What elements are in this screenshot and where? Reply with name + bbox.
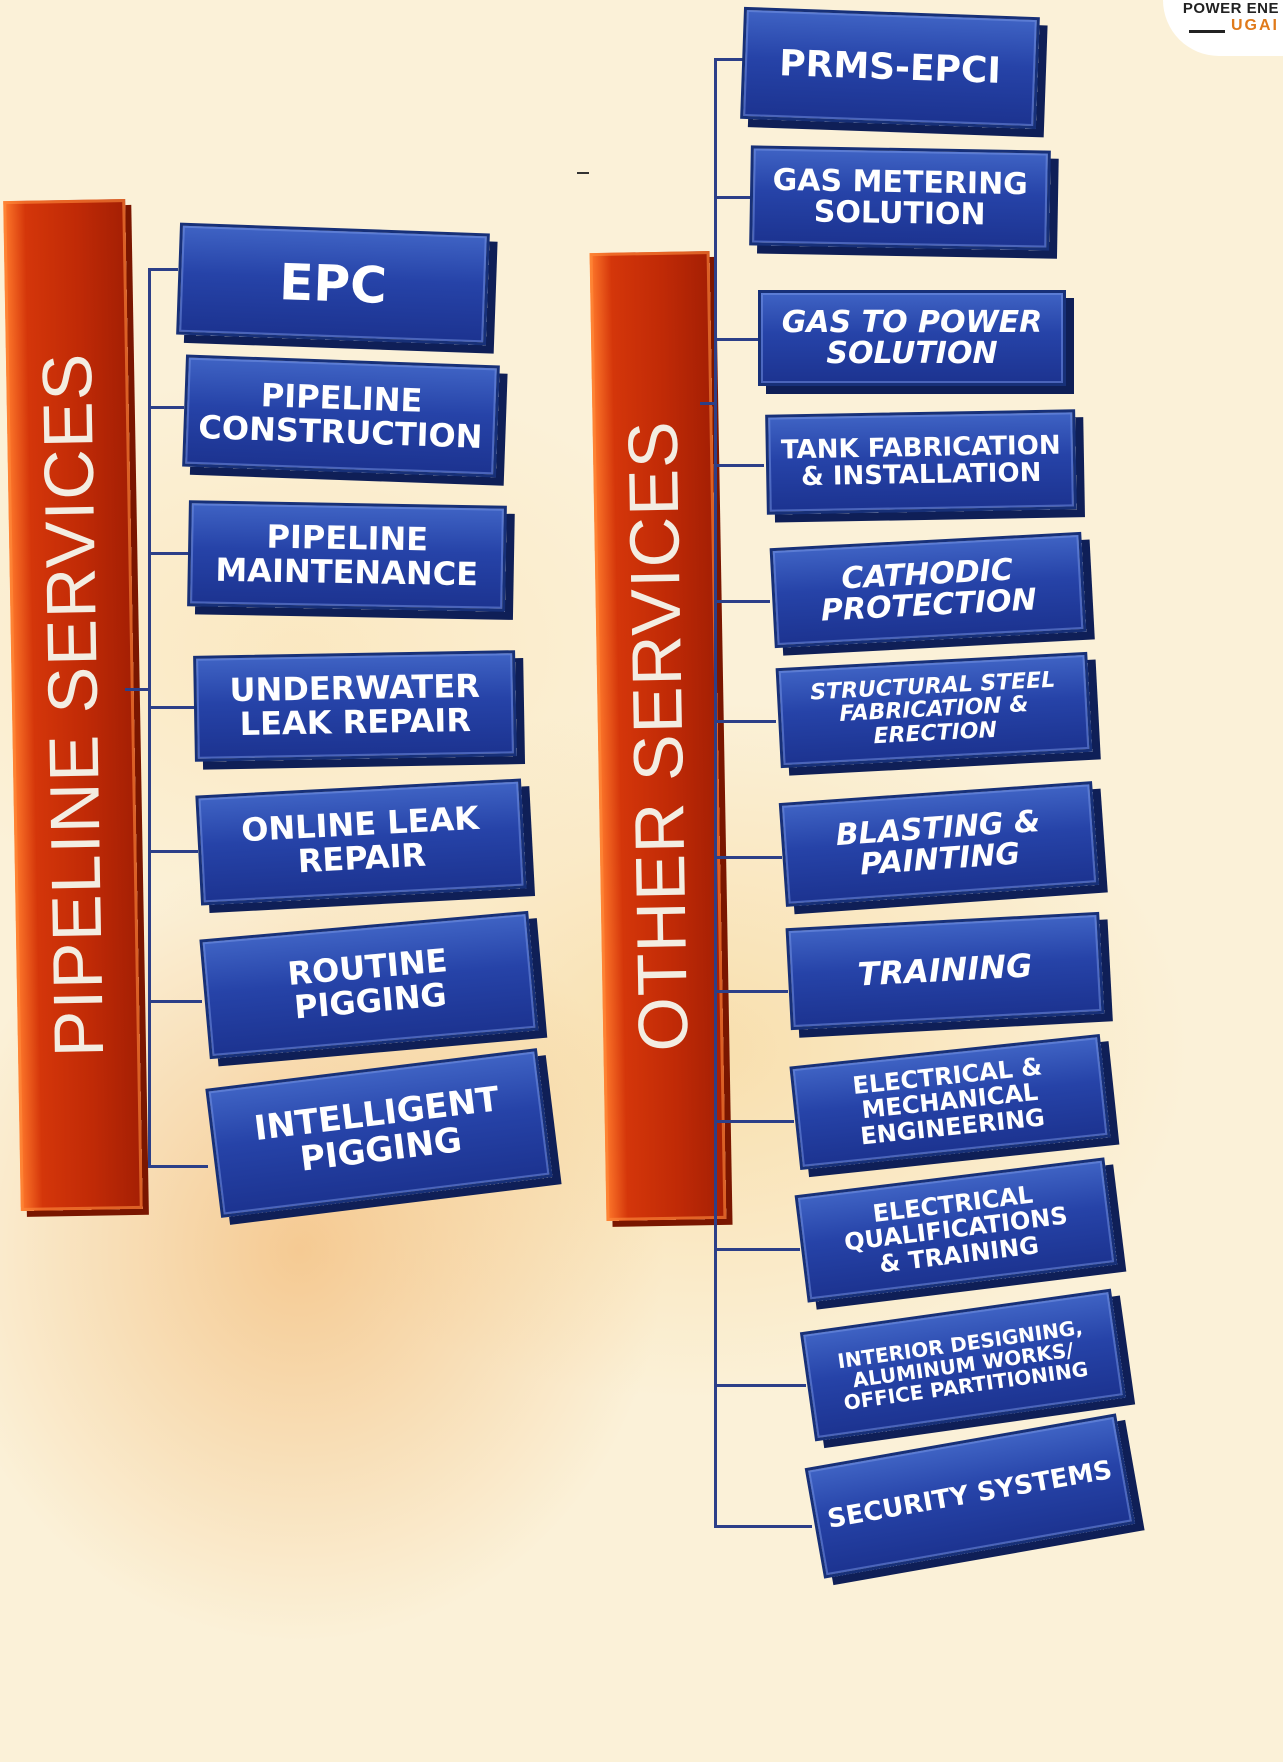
- service-gas-metering-solution: GAS METERING SOLUTION: [749, 145, 1051, 251]
- service-label: SECURITY SYSTEMS: [825, 1455, 1115, 1536]
- pipeline-connector: [148, 850, 198, 853]
- service-label: CATHODIC PROTECTION: [820, 552, 1038, 629]
- service-label: INTERIOR DESIGNING, ALUMINUM WORKS/ OFFI…: [835, 1314, 1090, 1415]
- service-structural-steel: STRUCTURAL STEEL FABRICATION & ERECTION: [775, 651, 1093, 769]
- service-epc: EPC: [176, 222, 490, 346]
- service-label: GAS TO POWER SOLUTION: [781, 304, 1043, 371]
- service-gas-to-power-solution: GAS TO POWER SOLUTION: [758, 290, 1066, 386]
- service-label: UNDERWATER LEAK REPAIR: [229, 667, 481, 744]
- other-connector: [714, 338, 758, 341]
- pipeline-trunk-line: [148, 268, 151, 1168]
- service-label: ONLINE LEAK REPAIR: [240, 799, 480, 881]
- service-label: ROUTINE PIGGING: [286, 941, 449, 1027]
- logo-bar: [1189, 30, 1225, 33]
- other-services-pillar: OTHER SERVICES: [589, 251, 727, 1221]
- service-intelligent-pigging: INTELLIGENT PIGGING: [205, 1048, 553, 1218]
- service-tank-fabrication: TANK FABRICATION & INSTALLATION: [765, 409, 1077, 515]
- service-routine-pigging: ROUTINE PIGGING: [199, 910, 539, 1060]
- service-electrical-qualifications-training: ELECTRICAL QUALIFICATIONS & TRAINING: [794, 1157, 1118, 1303]
- service-label: BLASTING & PAINTING: [834, 803, 1042, 883]
- service-label: EPC: [278, 252, 388, 315]
- logo-line-2: UGAI: [1231, 17, 1279, 34]
- service-label: PIPELINE CONSTRUCTION: [197, 376, 484, 456]
- other-connector: [714, 196, 750, 199]
- pipeline-connector: [148, 706, 194, 709]
- service-label: STRUCTURAL STEEL FABRICATION & ERECTION: [809, 667, 1056, 749]
- service-label: INTELLIGENT PIGGING: [252, 1079, 502, 1180]
- service-electrical-mechanical-engineering: ELECTRICAL & MECHANICAL ENGINEERING: [789, 1033, 1111, 1171]
- pipeline-connector: [148, 1165, 208, 1168]
- service-blasting-painting: BLASTING & PAINTING: [778, 781, 1100, 907]
- service-underwater-leak-repair: UNDERWATER LEAK REPAIR: [193, 650, 517, 762]
- pipeline-services-pillar: PIPELINE SERVICES: [3, 199, 143, 1211]
- company-logo: POWER ENE UGAI: [1163, 0, 1283, 56]
- service-label: GAS METERING SOLUTION: [772, 162, 1029, 233]
- other-trunk-line: [714, 58, 717, 1528]
- other-connector: [714, 1248, 800, 1251]
- other-connector: [714, 720, 776, 723]
- service-prms-epci: PRMS-EPCI: [740, 6, 1040, 130]
- service-security-systems: SECURITY SYSTEMS: [804, 1413, 1136, 1579]
- service-label: TANK FABRICATION & INSTALLATION: [780, 430, 1061, 493]
- decorative-dash: [577, 172, 589, 174]
- service-label: PRMS-EPCI: [778, 43, 1002, 92]
- service-pipeline-maintenance: PIPELINE MAINTENANCE: [187, 500, 507, 612]
- service-online-leak-repair: ONLINE LEAK REPAIR: [195, 778, 527, 906]
- other-feed-line: [700, 402, 717, 405]
- other-connector: [714, 856, 782, 859]
- logo-line-1: POWER ENE: [1182, 0, 1279, 17]
- pipeline-services-title: PIPELINE SERVICES: [27, 352, 119, 1058]
- other-connector: [714, 1384, 806, 1387]
- pipeline-connector: [148, 268, 178, 271]
- pipeline-feed-line: [125, 688, 151, 691]
- service-label: ELECTRICAL QUALIFICATIONS & TRAINING: [842, 1180, 1070, 1279]
- other-connector: [714, 1120, 794, 1123]
- pipeline-connector: [148, 552, 188, 555]
- service-label: PIPELINE MAINTENANCE: [215, 518, 479, 594]
- other-connector: [714, 464, 764, 467]
- service-training: TRAINING: [785, 911, 1105, 1031]
- pipeline-connector: [148, 406, 184, 409]
- other-connector: [714, 58, 744, 61]
- other-services-title: OTHER SERVICES: [613, 419, 703, 1053]
- service-cathodic-protection: CATHODIC PROTECTION: [769, 531, 1087, 649]
- service-pipeline-construction: PIPELINE CONSTRUCTION: [182, 354, 500, 478]
- service-label: TRAINING: [856, 946, 1034, 994]
- service-label: ELECTRICAL & MECHANICAL ENGINEERING: [851, 1052, 1047, 1151]
- other-connector: [714, 600, 770, 603]
- other-connector: [714, 990, 788, 993]
- pipeline-connector: [148, 1000, 202, 1003]
- other-connector: [714, 1525, 812, 1528]
- service-interior-designing: INTERIOR DESIGNING, ALUMINUM WORKS/ OFFI…: [799, 1288, 1127, 1442]
